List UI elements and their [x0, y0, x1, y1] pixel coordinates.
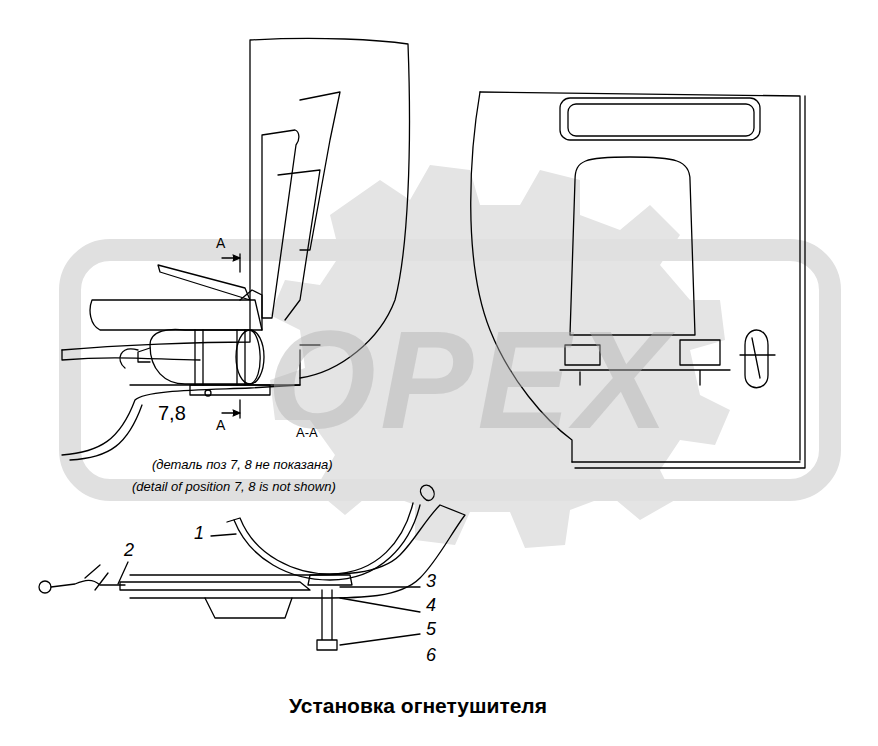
callout-number: 1 — [194, 524, 204, 544]
note-text: (detail of position 7, 8 is not shown) — [132, 480, 336, 494]
seat-cushion — [90, 300, 262, 330]
leader-line — [340, 598, 420, 612]
leader-line — [340, 634, 420, 645]
callout-number: 4 — [426, 596, 436, 616]
leader-line — [340, 586, 420, 587]
mount-bracket — [130, 505, 465, 598]
leader-line — [211, 534, 236, 536]
callout-number: 7,8 — [158, 402, 186, 424]
callout-number: 2 — [124, 541, 134, 561]
seat-back — [262, 130, 299, 318]
leader-line — [118, 562, 128, 584]
extinguisher — [150, 329, 260, 384]
section-arrow — [222, 254, 240, 272]
section-letter: A — [216, 418, 225, 433]
strap — [234, 505, 420, 580]
pin — [39, 581, 51, 593]
bracket — [190, 385, 270, 395]
section-label: A-A — [296, 426, 318, 440]
clamp — [195, 330, 203, 385]
section-arrow — [222, 400, 240, 418]
watermark-band — [70, 250, 830, 490]
bolt — [317, 590, 337, 650]
callout-number: 5 — [426, 620, 436, 640]
callout-number: 6 — [426, 646, 436, 666]
section-letter: A — [216, 236, 225, 251]
title: Установка огнетушителя — [289, 694, 547, 717]
callout-number: 3 — [426, 572, 436, 592]
armrest — [158, 265, 250, 300]
note-text: (деталь поз 7, 8 не показана) — [152, 458, 333, 472]
base-plate — [120, 582, 310, 590]
watermark: OPEX — [267, 303, 672, 457]
cab-floor — [62, 385, 300, 455]
rear-window — [560, 98, 760, 140]
